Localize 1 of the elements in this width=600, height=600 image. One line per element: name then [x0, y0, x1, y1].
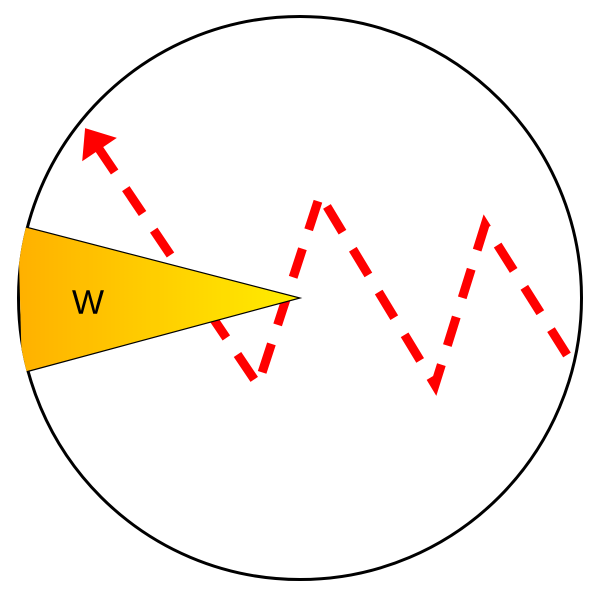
circle-outline — [17, 15, 583, 581]
